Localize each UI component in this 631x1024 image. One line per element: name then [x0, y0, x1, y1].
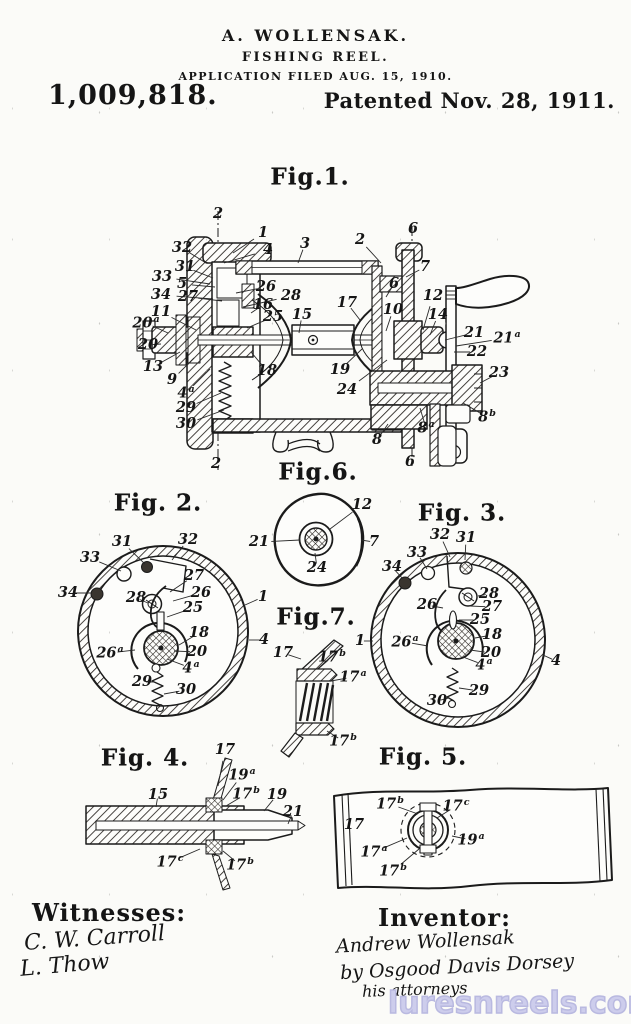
invention-title-line: FISHING REEL. [242, 50, 389, 65]
patent-number: 1,009,818. [48, 80, 218, 111]
patent-date: Patented Nov. 28, 1911. [324, 88, 615, 113]
application-filed-line: APPLICATION FILED AUG. 15, 1910. [178, 70, 452, 83]
inventor-name-line: A. WOLLENSAK. [222, 26, 409, 45]
watermark: luresnreels.com [388, 986, 631, 1021]
